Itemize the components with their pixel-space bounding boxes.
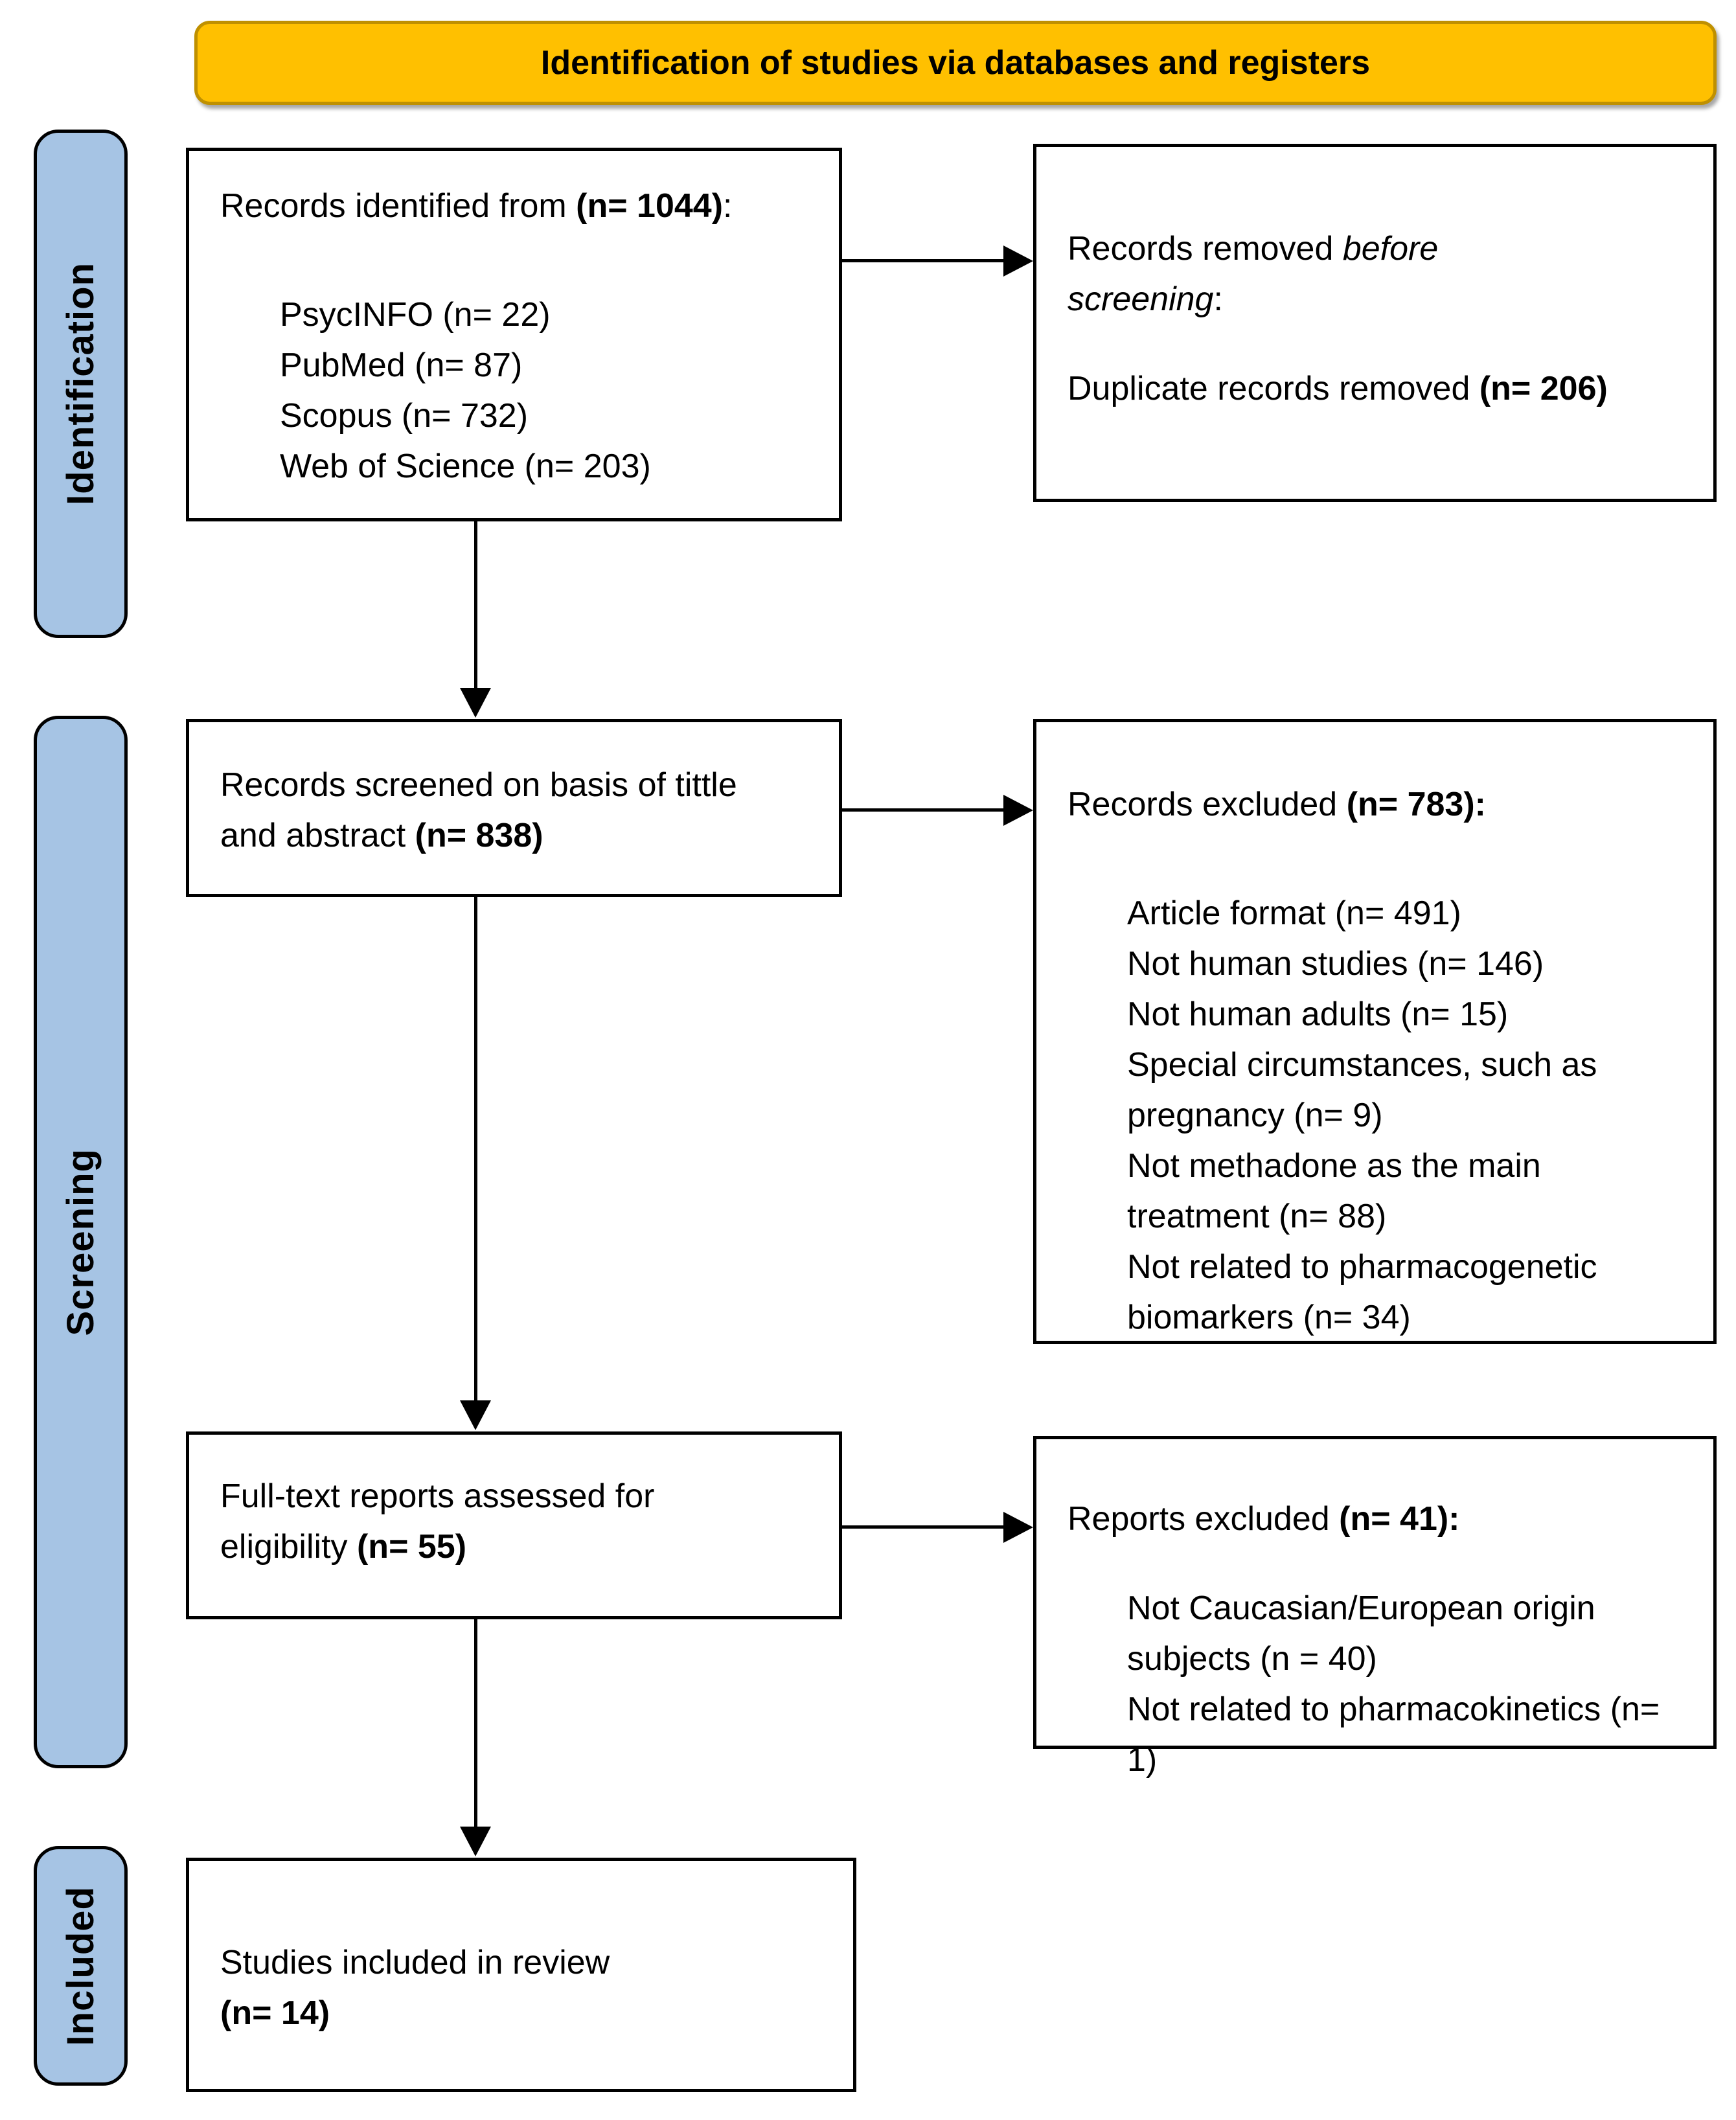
arrowhead-identified-to-screened: [460, 688, 491, 718]
banner-title: Identification of studies via databases …: [194, 21, 1717, 105]
connector-identified-to-removed: [842, 259, 1005, 262]
connector-screened-to-excluded: [842, 808, 1005, 812]
box-records-screened: Records screened on basis of tittle and …: [186, 719, 842, 897]
arrowhead-fulltext-to-included: [460, 1827, 491, 1856]
box-fulltext-assessed: Full-text reports assessed for eligibili…: [186, 1431, 842, 1619]
list-item: Web of Science (n= 203): [280, 448, 651, 485]
stage-label-screening: Screening: [34, 716, 128, 1768]
connector-screened-to-fulltext: [474, 897, 477, 1402]
stage-label-included-text: Included: [60, 1886, 102, 2046]
box-reports-excluded: Reports excluded (n= 41): Not Caucasian/…: [1033, 1436, 1717, 1779]
stage-label-identification-text: Identification: [60, 262, 102, 505]
records-identified-header: Records identified from (n= 1044):: [220, 187, 733, 225]
list-item: Not Caucasian/European origin subjects (…: [1127, 1590, 1595, 1678]
connector-fulltext-to-included: [474, 1619, 477, 1829]
arrowhead-screened-to-excluded: [1003, 795, 1033, 826]
fulltext-assessed-text: Full-text reports assessed for eligibili…: [220, 1477, 655, 1566]
records-removed-header: Records removed before screening:: [1068, 230, 1439, 318]
connector-fulltext-to-reports-excluded: [842, 1525, 1005, 1529]
records-excluded-header: Records excluded (n= 783):: [1068, 786, 1486, 823]
records-identified-list: PsycINFO (n= 22) PubMed (n= 87) Scopus (…: [280, 290, 813, 492]
box-records-excluded: Records excluded (n= 783): Article forma…: [1033, 719, 1717, 1344]
arrowhead-screened-to-fulltext: [460, 1400, 491, 1430]
list-item: Not human adults (n= 15): [1127, 996, 1509, 1033]
list-item: Scopus (n= 732): [280, 397, 529, 435]
stage-label-screening-text: Screening: [60, 1148, 102, 1336]
box-records-removed: Records removed before screening: Duplic…: [1033, 144, 1717, 502]
connector-identified-to-screened: [474, 521, 477, 690]
records-screened-text: Records screened on basis of tittle and …: [220, 766, 737, 854]
records-removed-item: Duplicate records removed (n= 206): [1068, 370, 1608, 407]
stage-label-included: Included: [34, 1846, 128, 2086]
list-item: Not methadone as the main treatment (n= …: [1127, 1147, 1541, 1235]
stage-label-identification: Identification: [34, 130, 128, 638]
studies-included-text: Studies included in review(n= 14): [220, 1944, 610, 2032]
list-item: Article format (n= 491): [1127, 895, 1461, 932]
reports-excluded-header: Reports excluded (n= 41):: [1068, 1500, 1460, 1538]
list-item: PsycINFO (n= 22): [280, 296, 551, 334]
list-item: Not related to pharmacokinetics (n= 1): [1127, 1691, 1660, 1779]
reports-excluded-list: Not Caucasian/European origin subjects (…: [1127, 1583, 1687, 1785]
list-item: Special circumstances, such as pregnancy…: [1127, 1046, 1597, 1134]
box-studies-included: Studies included in review(n= 14): [186, 1858, 856, 2092]
arrowhead-identified-to-removed: [1003, 245, 1033, 277]
arrowhead-fulltext-to-reports-excluded: [1003, 1512, 1033, 1543]
box-records-identified: Records identified from (n= 1044): PsycI…: [186, 148, 842, 521]
list-item: PubMed (n= 87): [280, 347, 523, 384]
records-excluded-list: Article format (n= 491) Not human studie…: [1127, 888, 1687, 1343]
list-item: Not human studies (n= 146): [1127, 945, 1544, 983]
banner-title-text: Identification of studies via databases …: [540, 44, 1371, 82]
list-item: Not related to pharmacogenetic biomarker…: [1127, 1248, 1597, 1336]
